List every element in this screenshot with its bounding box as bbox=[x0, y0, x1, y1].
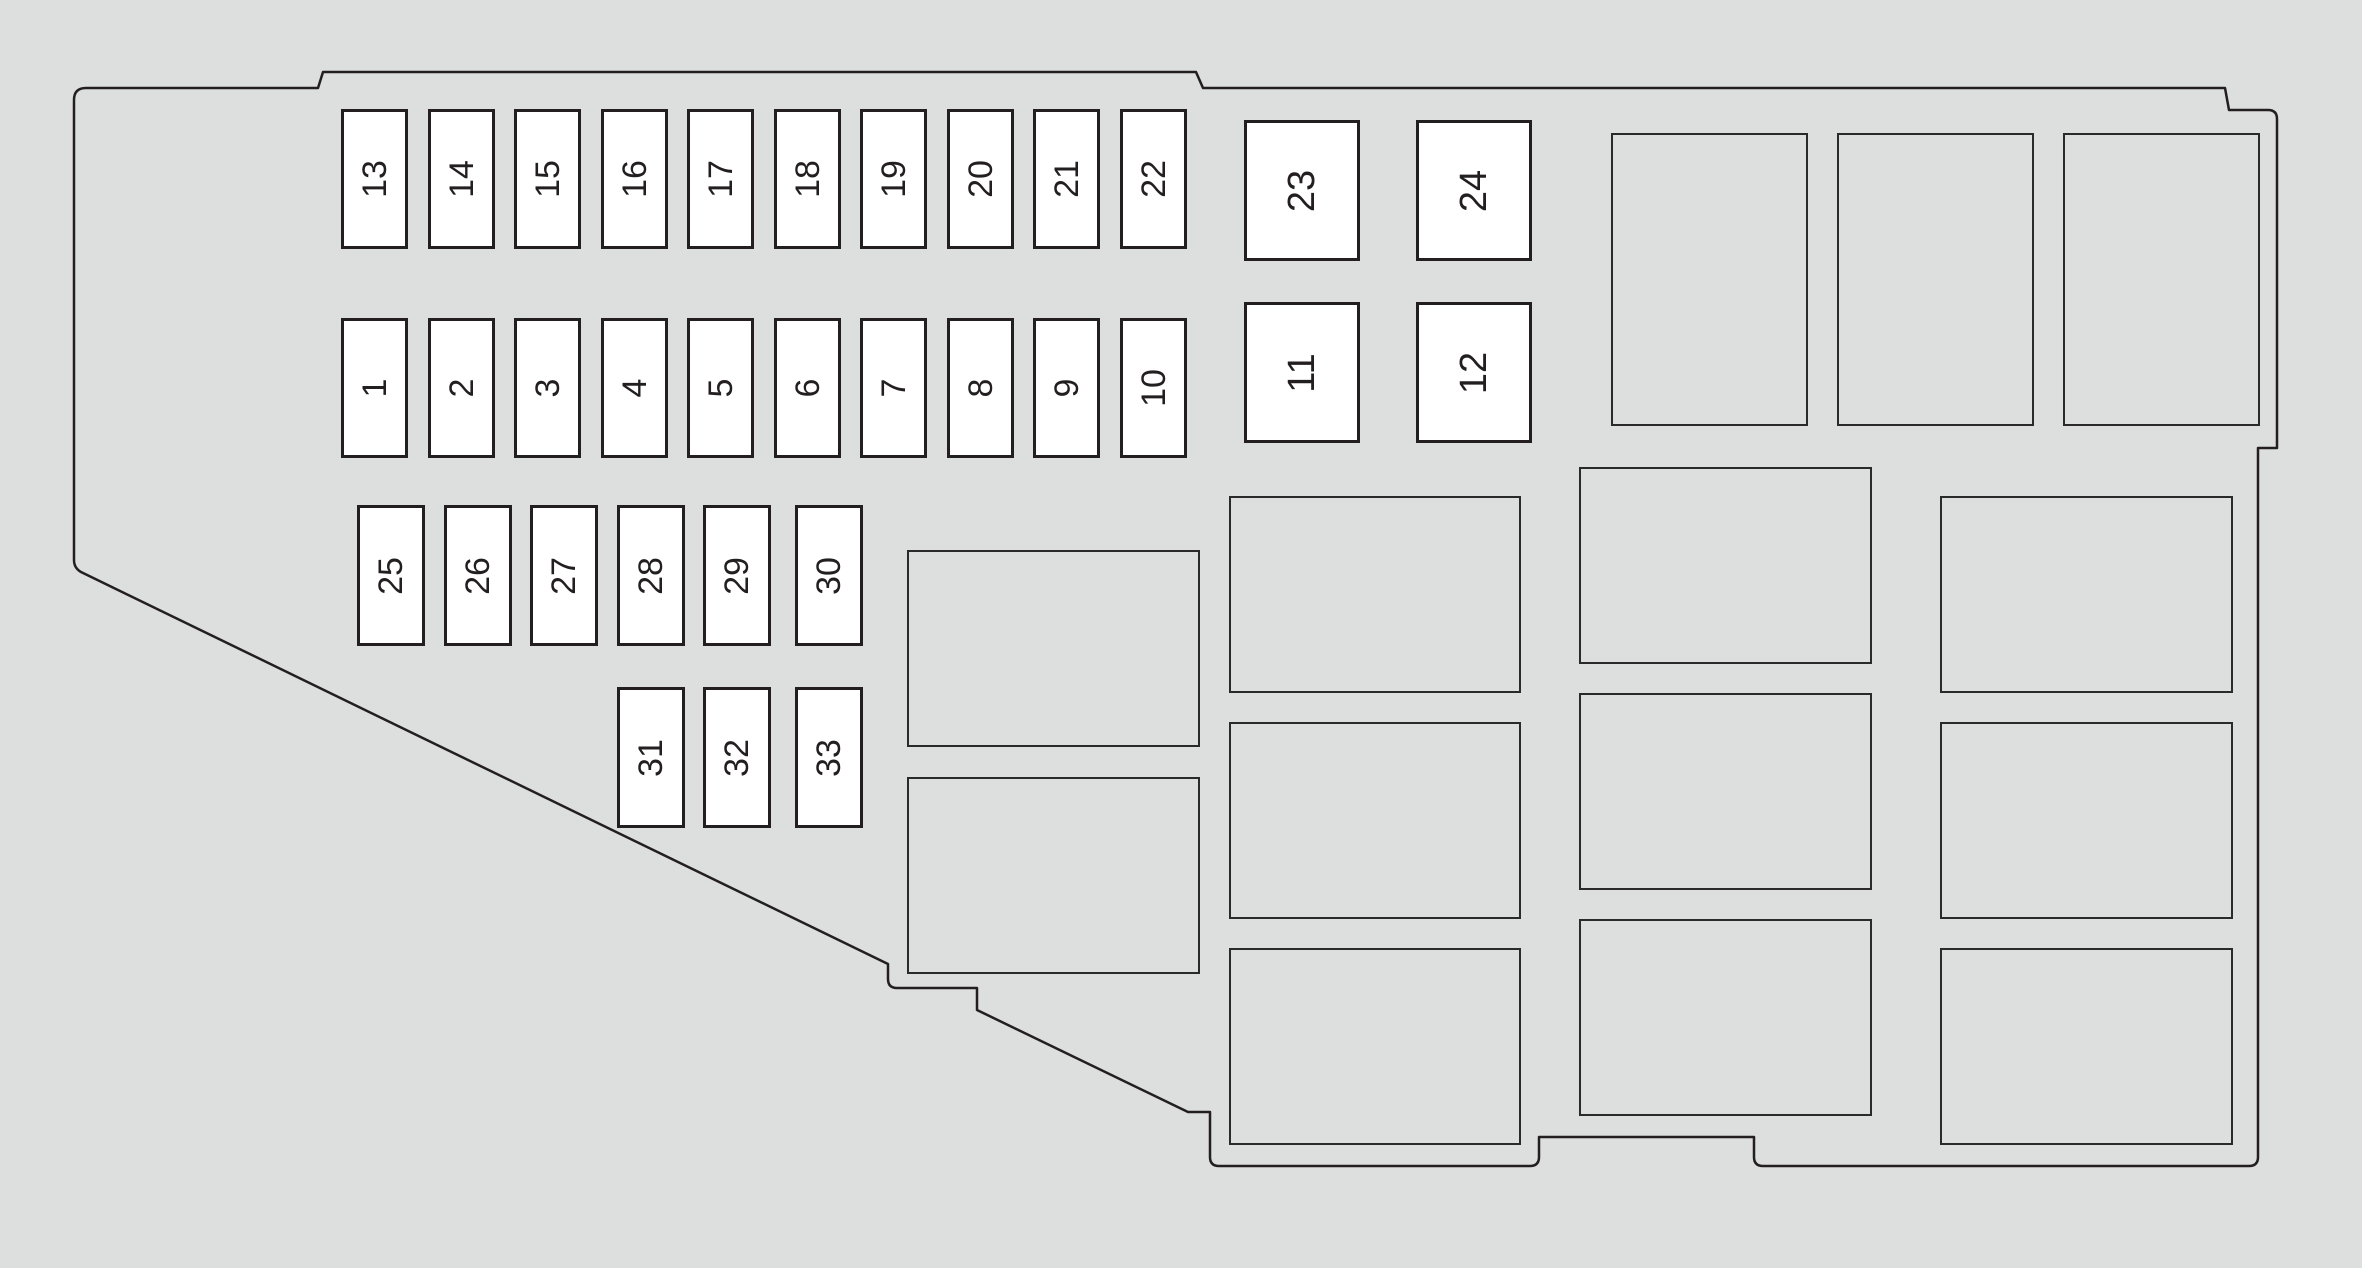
fuse-21: 21 bbox=[1033, 109, 1100, 249]
fuse-label: 15 bbox=[528, 160, 567, 198]
fuse-label: 22 bbox=[1134, 160, 1173, 198]
fuse-label: 8 bbox=[961, 378, 1000, 398]
fuse-10: 10 bbox=[1120, 318, 1187, 458]
fuse-28: 28 bbox=[617, 505, 685, 646]
relay-slot bbox=[1229, 948, 1521, 1145]
fuse-label: 14 bbox=[442, 160, 481, 198]
fuse-14: 14 bbox=[428, 109, 495, 249]
relay-slot bbox=[1229, 722, 1521, 919]
fuse-25: 25 bbox=[357, 505, 425, 646]
fuse-33: 33 bbox=[795, 687, 863, 828]
fuse-2: 2 bbox=[428, 318, 495, 458]
fuse-4: 4 bbox=[601, 318, 668, 458]
fuse-1: 1 bbox=[341, 318, 408, 458]
relay-slot bbox=[1837, 133, 2034, 426]
fuse-label: 30 bbox=[810, 556, 848, 595]
relay-slot bbox=[1579, 467, 1872, 664]
fuse-26: 26 bbox=[444, 505, 512, 646]
relay-slot bbox=[1940, 496, 2233, 693]
fuse-12: 12 bbox=[1416, 302, 1532, 443]
fuse-30: 30 bbox=[795, 505, 863, 646]
fuse-label: 17 bbox=[701, 160, 740, 198]
fuse-6: 6 bbox=[774, 318, 841, 458]
fuse-label: 7 bbox=[874, 378, 913, 398]
fuse-label: 5 bbox=[701, 378, 740, 398]
fuse-label: 33 bbox=[810, 738, 848, 777]
fuse-27: 27 bbox=[530, 505, 598, 646]
fuse-29: 29 bbox=[703, 505, 771, 646]
fuse-3: 3 bbox=[514, 318, 581, 458]
fuse-label: 3 bbox=[528, 378, 567, 398]
fuse-label: 31 bbox=[632, 738, 670, 777]
relay-slot bbox=[1940, 722, 2233, 919]
relay-slot bbox=[907, 777, 1200, 974]
fuse-11: 11 bbox=[1244, 302, 1360, 443]
fuse-label: 25 bbox=[372, 556, 410, 595]
fuse-label: 12 bbox=[1453, 351, 1495, 394]
fuse-label: 13 bbox=[355, 160, 394, 198]
fuse-17: 17 bbox=[687, 109, 754, 249]
fuse-label: 23 bbox=[1281, 169, 1323, 212]
relay-slot bbox=[1611, 133, 1808, 426]
fuse-23: 23 bbox=[1244, 120, 1360, 261]
relay-slot bbox=[1579, 919, 1872, 1116]
fuse-9: 9 bbox=[1033, 318, 1100, 458]
fuse-label: 24 bbox=[1453, 169, 1495, 212]
relay-slot bbox=[2063, 133, 2260, 426]
fuse-32: 32 bbox=[703, 687, 771, 828]
fuse-label: 29 bbox=[718, 556, 756, 595]
relay-slot bbox=[907, 550, 1200, 747]
fuse-label: 4 bbox=[615, 378, 654, 398]
fuse-label: 19 bbox=[874, 160, 913, 198]
fuse-label: 6 bbox=[788, 378, 827, 398]
fuse-label: 26 bbox=[459, 556, 497, 595]
relay-slot bbox=[1940, 948, 2233, 1145]
fuse-13: 13 bbox=[341, 109, 408, 249]
fuse-24: 24 bbox=[1416, 120, 1532, 261]
fuse-label: 32 bbox=[718, 738, 756, 777]
fuse-label: 28 bbox=[632, 556, 670, 595]
fuse-label: 18 bbox=[788, 160, 827, 198]
relay-slot bbox=[1579, 693, 1872, 890]
fuse-20: 20 bbox=[947, 109, 1014, 249]
relay-slot bbox=[1229, 496, 1521, 693]
fuse-label: 27 bbox=[545, 556, 583, 595]
fuse-label: 1 bbox=[355, 378, 394, 398]
fuse-label: 16 bbox=[615, 160, 654, 198]
fuse-label: 11 bbox=[1281, 352, 1323, 393]
fuse-label: 20 bbox=[961, 160, 1000, 198]
fuse-15: 15 bbox=[514, 109, 581, 249]
fuse-5: 5 bbox=[687, 318, 754, 458]
fuse-label: 21 bbox=[1047, 160, 1086, 198]
fuse-8: 8 bbox=[947, 318, 1014, 458]
fuse-label: 2 bbox=[442, 378, 481, 398]
fuse-18: 18 bbox=[774, 109, 841, 249]
fuse-label: 10 bbox=[1134, 369, 1173, 407]
fuse-7: 7 bbox=[860, 318, 927, 458]
fuse-19: 19 bbox=[860, 109, 927, 249]
fuse-31: 31 bbox=[617, 687, 685, 828]
fuse-label: 9 bbox=[1047, 378, 1086, 398]
fuse-22: 22 bbox=[1120, 109, 1187, 249]
fuse-16: 16 bbox=[601, 109, 668, 249]
